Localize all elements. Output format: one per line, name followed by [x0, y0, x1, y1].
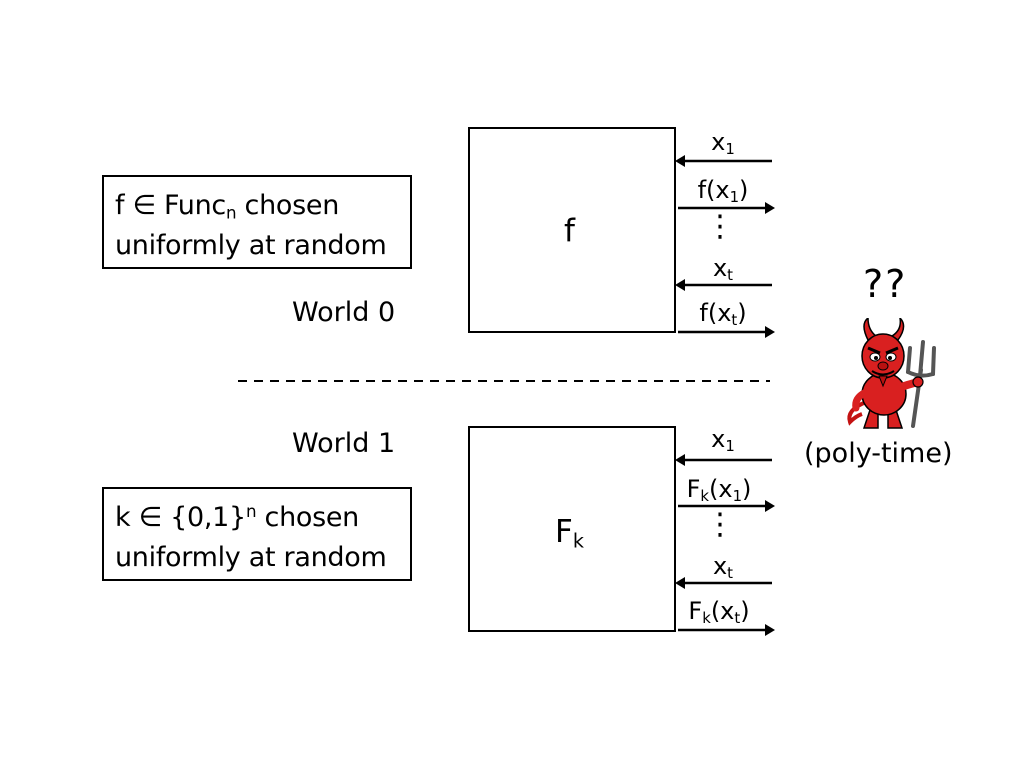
world1-answer-first-arrow — [678, 500, 775, 512]
world1-info-box: k ∈ {0,1}n chosen uniformly at random — [102, 487, 412, 581]
world0-answer-last: f(xt) — [699, 299, 747, 330]
world0-ellipsis: ⋮ — [705, 209, 735, 244]
world0-query-first: x1 — [711, 128, 735, 159]
world1-answer-last: Fk(xt) — [688, 597, 750, 628]
world0-answer-first-arrow — [678, 202, 775, 214]
world1-query-last-arrow — [675, 577, 772, 589]
world0-answer-last-arrow — [678, 326, 775, 338]
devil-icon — [847, 318, 936, 429]
world1-info-line1: k ∈ {0,1}n chosen — [115, 500, 359, 533]
world0-query-last-arrow — [675, 279, 772, 291]
adversary-label: (poly-time) — [804, 438, 953, 469]
world0-answer-first: f(x1) — [697, 176, 749, 207]
world0-function-box: f — [468, 127, 676, 333]
world0-query-first-arrow — [675, 155, 772, 167]
world1-label: World 1 — [292, 428, 396, 459]
world0-info-box: f ∈ Funcn chosen uniformly at random — [102, 175, 412, 269]
world0-info-line1: f ∈ Funcn chosen — [115, 190, 340, 223]
adversary-question-marks: ?? — [863, 262, 908, 306]
world1-box-label: Fk — [555, 514, 584, 553]
world1-info-line2: uniformly at random — [115, 542, 387, 573]
world1-query-last: xt — [712, 552, 734, 583]
world1-query-first: x1 — [711, 425, 735, 456]
world0-info-line2: uniformly at random — [115, 230, 387, 261]
world0-query-last: xt — [712, 254, 734, 285]
world-divider — [238, 380, 770, 382]
world1-query-first-arrow — [675, 454, 772, 466]
world1-answer-first: Fk(x1) — [686, 475, 752, 506]
world1-prf-box: Fk — [468, 426, 676, 632]
world0-label: World 0 — [292, 297, 396, 328]
world1-ellipsis: ⋮ — [705, 507, 735, 542]
world1-answer-last-arrow — [678, 624, 775, 636]
world0-box-label: f — [564, 213, 575, 249]
